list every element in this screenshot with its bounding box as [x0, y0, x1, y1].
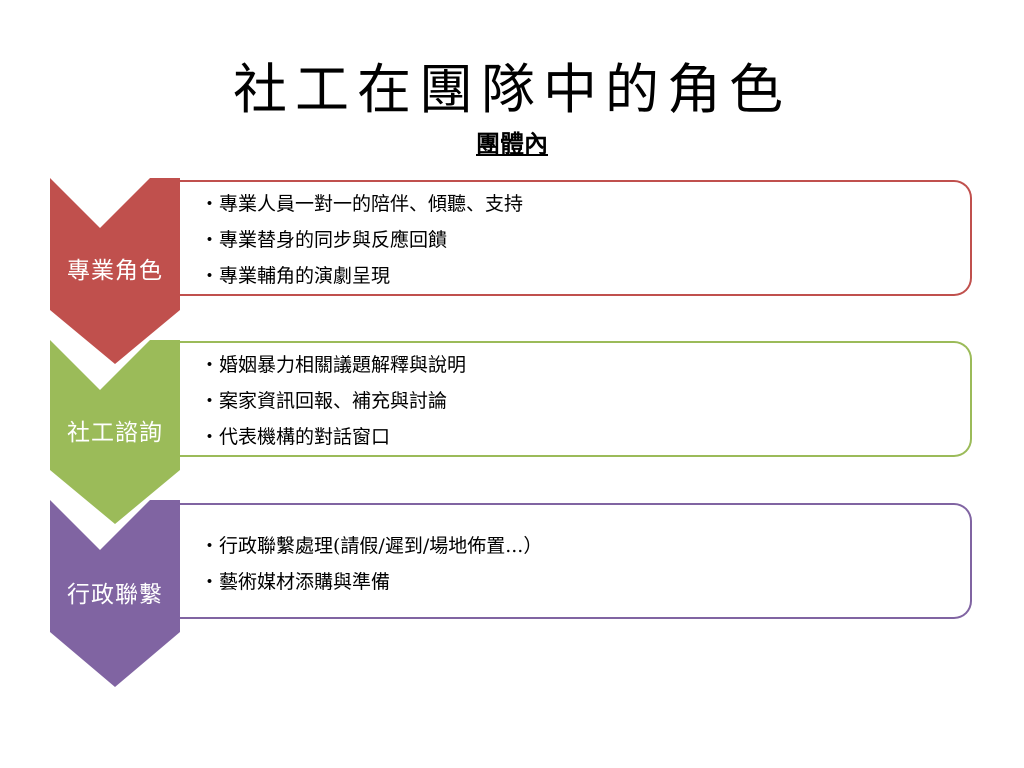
bullet-item: 專業替身的同步與反應回饋 — [200, 222, 523, 258]
row-2-chevron — [50, 340, 180, 524]
row-3-label: 行政聯繫 — [67, 582, 163, 608]
row-2-bullet-list: 婚姻暴力相關議題解釋與說明 案家資訊回報、補充與討論 代表機構的對話窗口 — [200, 347, 466, 455]
row-1-chevron — [50, 178, 180, 364]
row-2-label: 社工諮詢 — [67, 420, 163, 446]
bullet-item: 專業人員一對一的陪伴、傾聽、支持 — [200, 186, 523, 222]
bullet-item: 行政聯繫處理(請假/遲到/場地佈置...） — [200, 528, 542, 564]
slide-title: 社工在團隊中的角色 — [233, 58, 791, 121]
bullet-item: 案家資訊回報、補充與討論 — [200, 383, 466, 419]
bullet-item: 藝術媒材添購與準備 — [200, 564, 542, 600]
row-3-chevron — [50, 500, 180, 687]
bullet-item: 專業輔角的演劇呈現 — [200, 258, 523, 294]
bullet-item: 婚姻暴力相關議題解釋與說明 — [200, 347, 466, 383]
row-1-bullet-list: 專業人員一對一的陪伴、傾聽、支持 專業替身的同步與反應回饋 專業輔角的演劇呈現 — [200, 186, 523, 294]
row-3-bullet-list: 行政聯繫處理(請假/遲到/場地佈置...） 藝術媒材添購與準備 — [200, 528, 542, 600]
slide-subtitle: 團體內 — [476, 129, 548, 158]
row-1-label: 專業角色 — [67, 258, 163, 284]
bullet-item: 代表機構的對話窗口 — [200, 419, 466, 455]
